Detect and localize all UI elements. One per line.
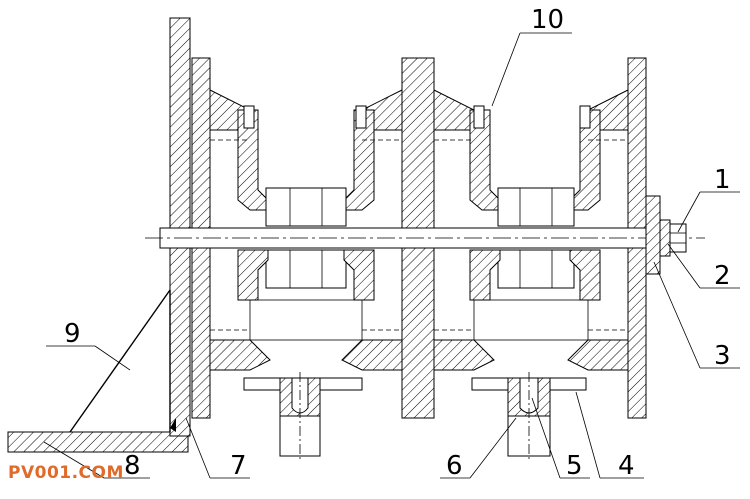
label-part-6: 6 — [446, 451, 463, 481]
label-part-1: 1 — [714, 165, 731, 195]
mount-right — [471, 372, 587, 462]
main-shaft — [145, 227, 705, 249]
label-part-5: 5 — [566, 451, 583, 481]
watermark-text: PV001.COM — [8, 463, 124, 483]
mount-left — [243, 372, 363, 462]
label-part-4: 4 — [618, 451, 635, 481]
label-part-8: 8 — [124, 451, 141, 481]
module-right — [433, 89, 629, 371]
label-part-10: 10 — [531, 5, 564, 35]
wall-plate — [169, 17, 191, 437]
bearing-block — [645, 195, 661, 275]
base-plate — [7, 431, 189, 453]
support-bracket — [69, 289, 176, 433]
label-part-2: 2 — [714, 261, 731, 291]
shaft-nut — [669, 223, 687, 253]
leader-lines — [43, 32, 740, 479]
label-part-9: 9 — [64, 319, 81, 349]
label-part-7: 7 — [230, 451, 247, 481]
module-left — [209, 89, 403, 371]
label-part-3: 3 — [714, 341, 731, 371]
